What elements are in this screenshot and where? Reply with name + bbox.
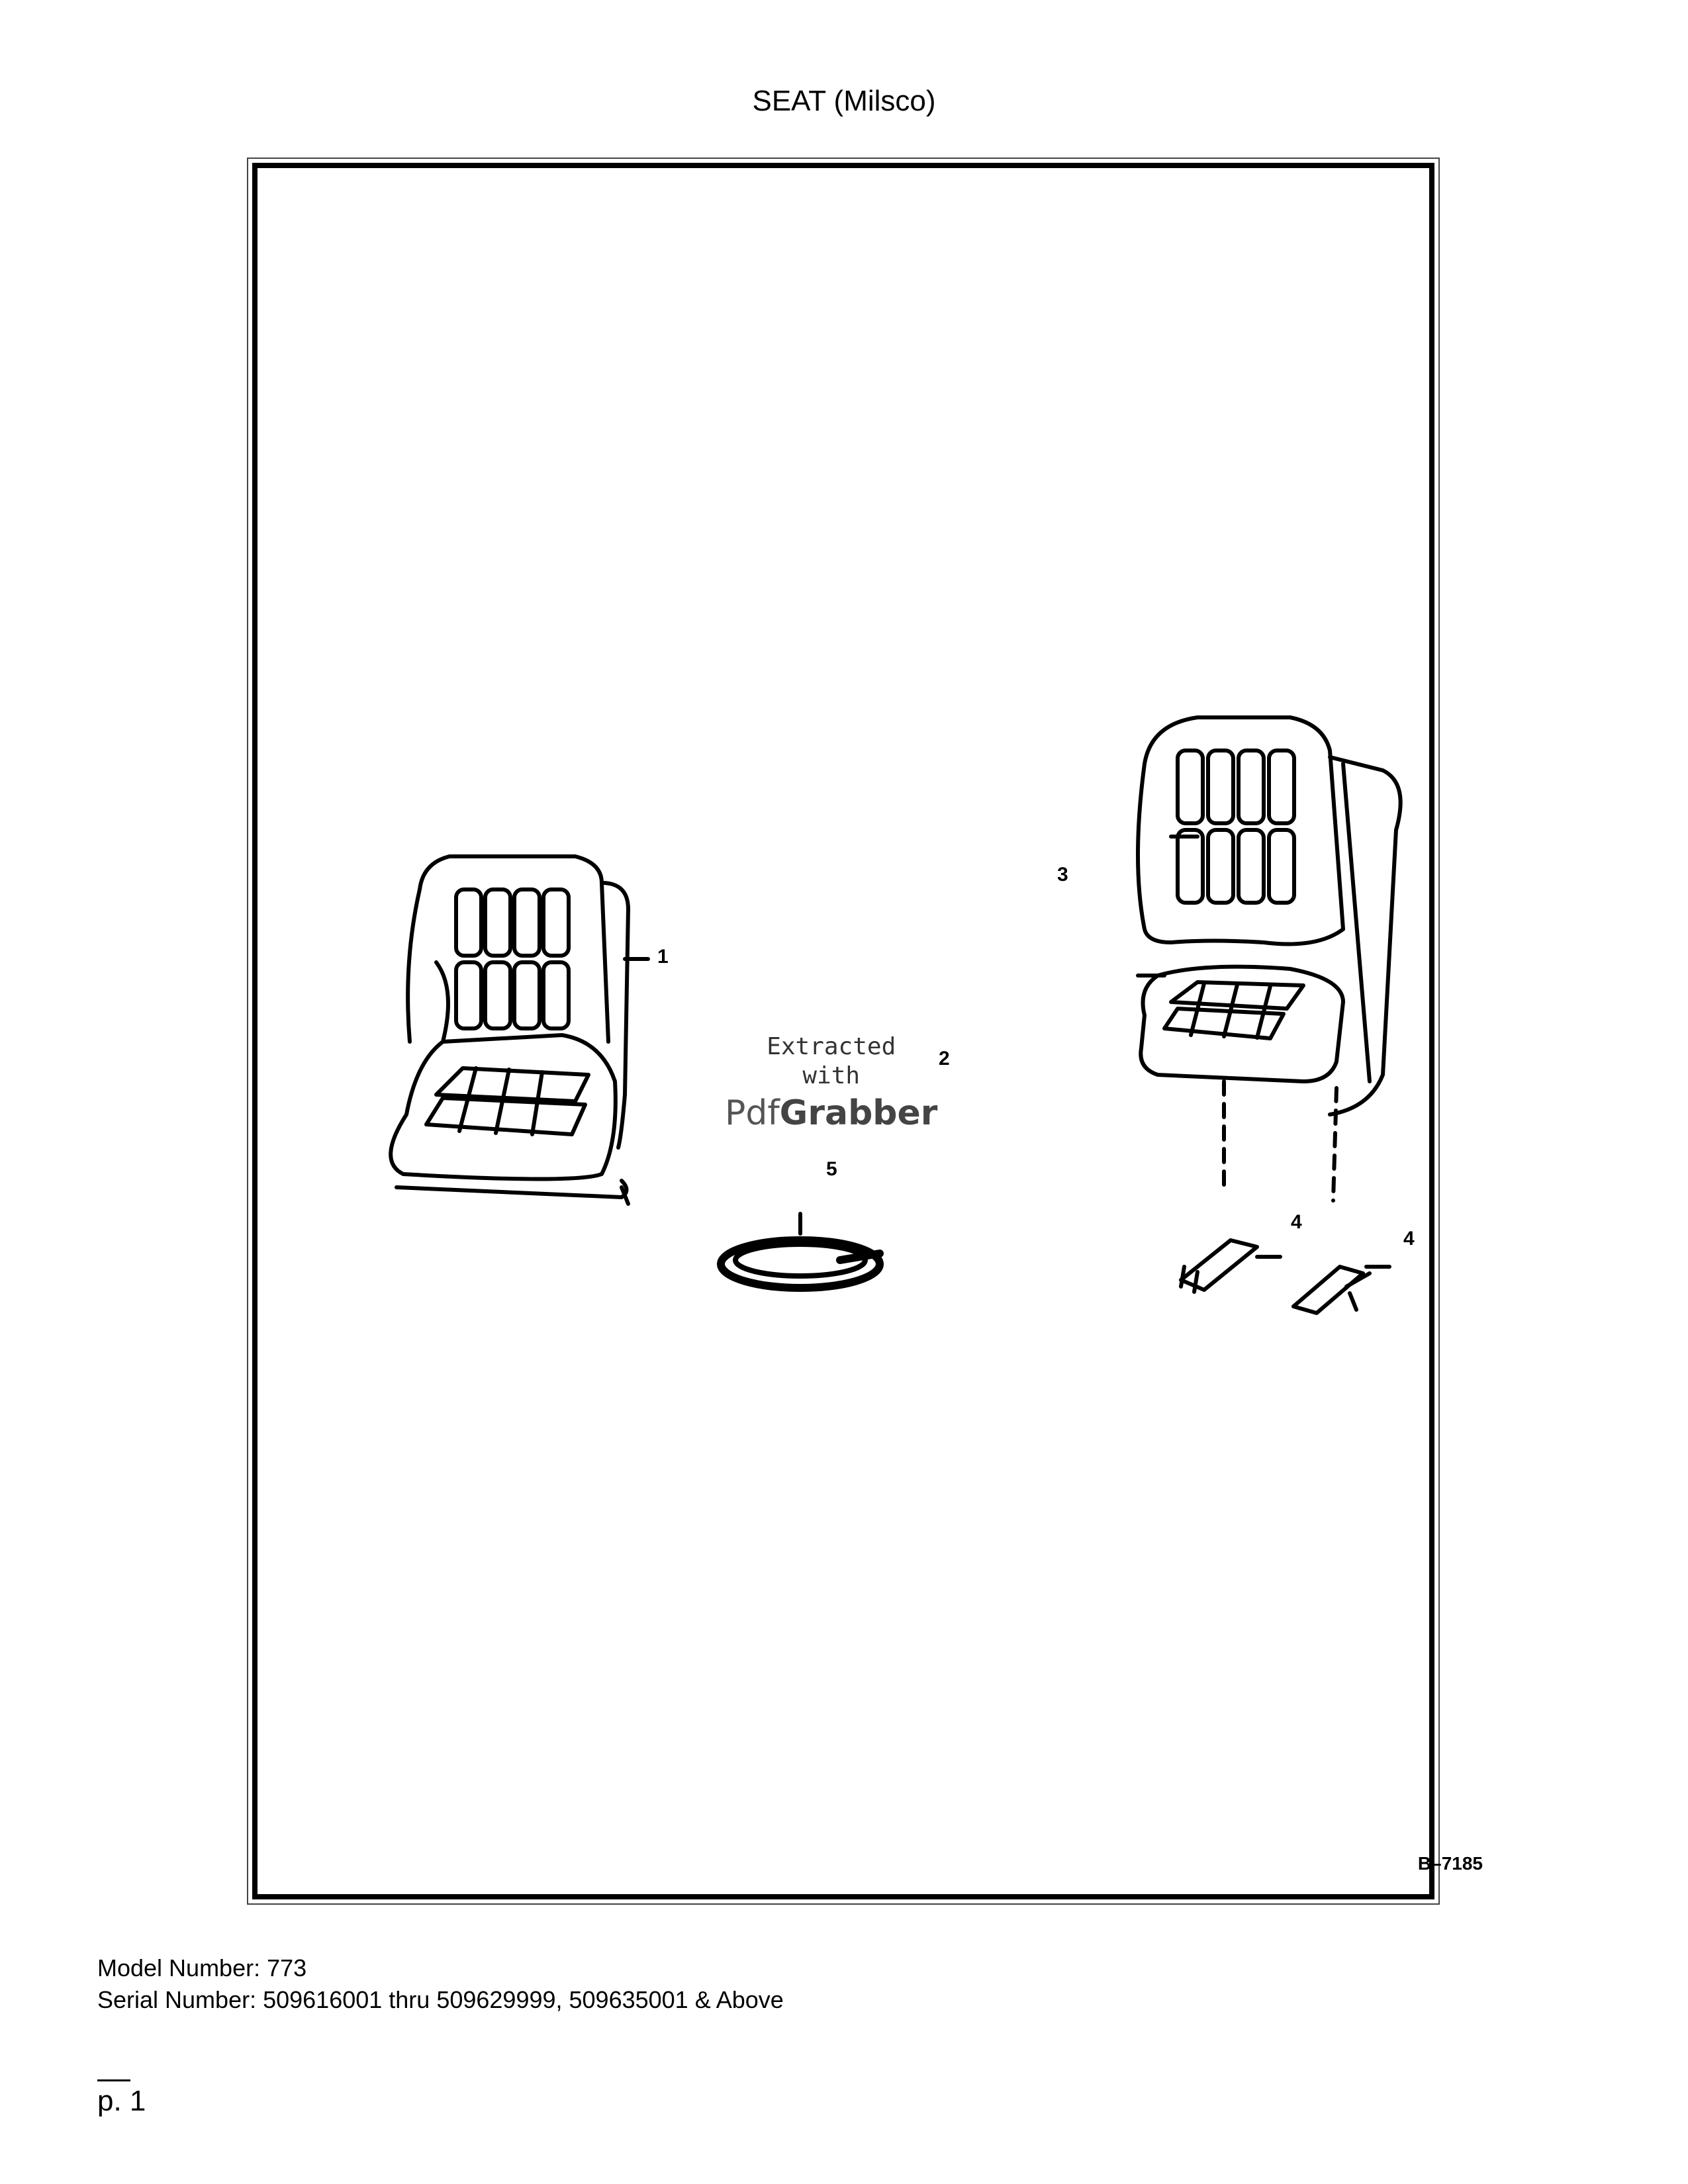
page-title: SEAT (Milsco) — [752, 85, 936, 117]
slide-rail-right-drawing — [1291, 1086, 1372, 1315]
seat-back-drawing — [1136, 715, 1345, 946]
watermark-logo: PdfGrabber — [725, 1093, 937, 1133]
watermark-line-2: with — [802, 1062, 861, 1089]
page-number: p. 1 — [97, 2085, 146, 2117]
serial-number: Serial Number: 509616001 thru 509629999,… — [97, 1986, 784, 2013]
figure-border — [252, 163, 1434, 1899]
pdfgrabber-watermark: Extracted with PdfGrabber — [725, 1032, 937, 1133]
callout-4: 4 — [1403, 1228, 1415, 1250]
figure-code: B–7185 — [1417, 1853, 1483, 1874]
figure-outer-border — [247, 158, 1440, 1905]
watermark-logo-b: Grabber — [779, 1093, 938, 1133]
slide-rail-left-drawing — [1179, 1079, 1259, 1294]
seat-shell-drawing — [1328, 755, 1403, 1116]
callout-5: 5 — [826, 1158, 837, 1180]
callout-4: 4 — [1291, 1211, 1302, 1233]
model-number: Model Number: 773 — [97, 1954, 307, 1981]
watermark-line-1: Extracted — [767, 1033, 896, 1060]
footer: Model Number: 773 Serial Number: 5096160… — [97, 1952, 784, 2016]
complete-seat-drawing — [389, 854, 630, 1206]
callout-2: 2 — [939, 1048, 950, 1069]
callout-3: 3 — [1057, 864, 1068, 886]
seat-parts-illustration — [389, 715, 1403, 1315]
fastener-strip-drawing — [717, 1236, 884, 1292]
callout-1: 1 — [657, 946, 669, 968]
page-number-rule — [97, 2079, 130, 2081]
watermark-logo-a: Pdf — [725, 1093, 780, 1133]
seat-cushion-drawing — [1139, 964, 1345, 1083]
